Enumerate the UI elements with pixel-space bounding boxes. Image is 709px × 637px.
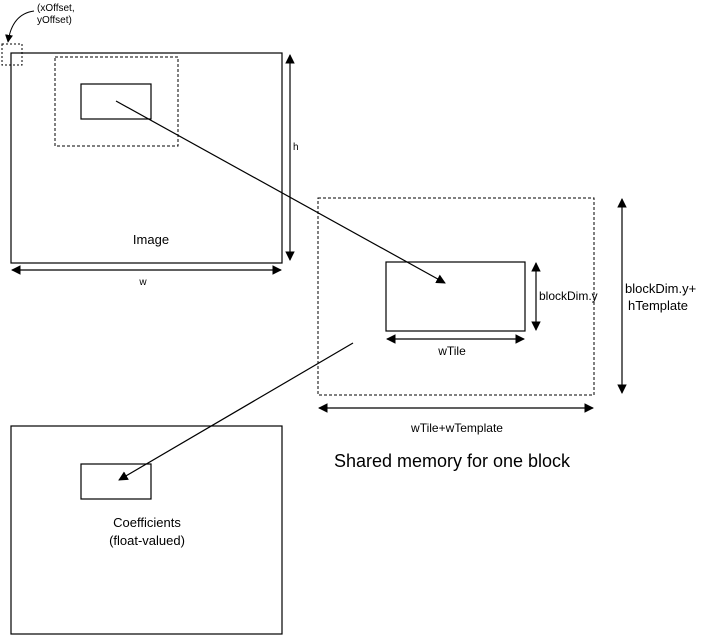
coefficients-label-line1: Coefficients <box>113 515 181 530</box>
blockdim-y-label: blockDim.y <box>539 289 598 303</box>
offset-label-line1: (xOffset, <box>37 3 75 14</box>
image-tile-box <box>80 83 152 120</box>
image-dotted-region <box>54 56 179 147</box>
blockdim-htemplate-label-line2: hTemplate <box>628 298 688 313</box>
shared-to-coefficients-arrow <box>118 342 354 481</box>
wtile-label: wTile <box>437 344 466 358</box>
wtile-wtemplate-label: wTile+wTemplate <box>410 421 503 435</box>
coefficients-box <box>10 425 283 635</box>
offset-dotted-box <box>1 43 23 66</box>
image-label: Image <box>133 232 169 247</box>
shared-tile-box <box>385 261 526 332</box>
shared-memory-box <box>317 197 595 396</box>
blockdim-htemplate-label-line1: blockDim.y+ <box>625 281 696 296</box>
offset-curved-arrow <box>5 10 35 43</box>
w-label: w <box>138 277 147 288</box>
image-box <box>10 52 283 264</box>
image-to-shared-arrow <box>115 100 446 284</box>
offset-label-line2: yOffset) <box>37 15 72 26</box>
coefficients-label-line2: (float-valued) <box>109 533 185 548</box>
h-label: h <box>293 142 299 153</box>
shared-memory-caption: Shared memory for one block <box>334 451 571 471</box>
coefficients-tile-box <box>80 463 152 500</box>
